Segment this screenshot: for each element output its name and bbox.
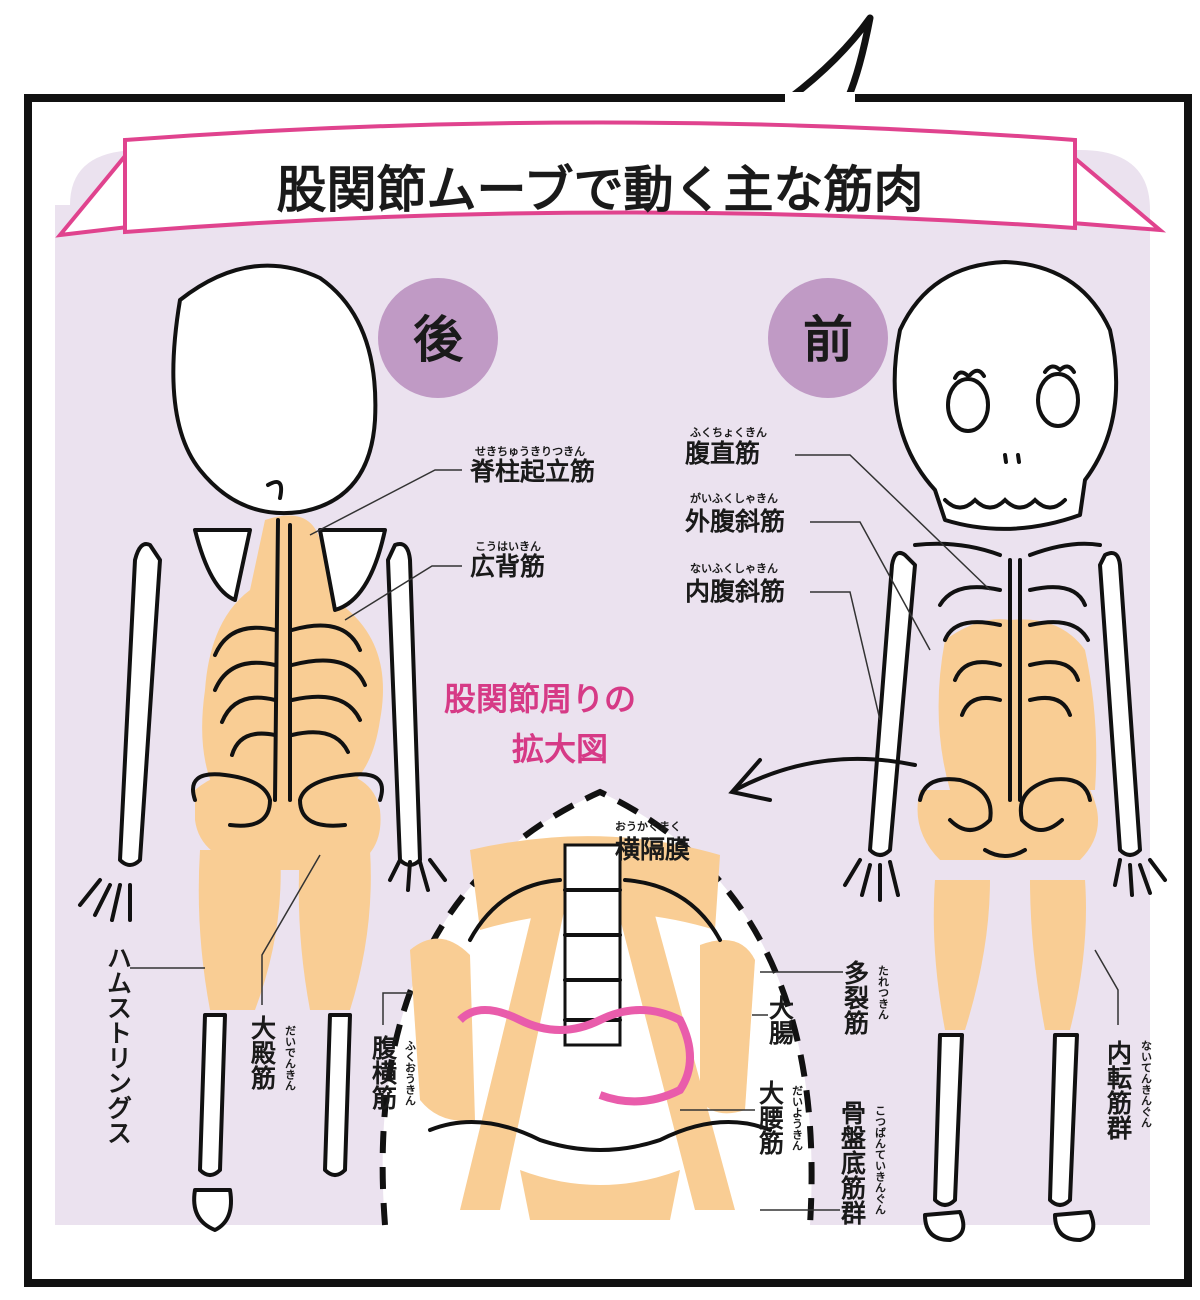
front-skeleton	[843, 260, 1167, 1242]
zoom-arrow-head	[728, 758, 772, 802]
front-badge-label: 前	[803, 311, 853, 369]
latissimus-ruby: こうはいきん	[475, 540, 541, 553]
front-pelvis-muscle	[917, 790, 1098, 860]
external-oblique-leader	[810, 521, 931, 651]
adductors-ruby: ないてんきんぐん	[1140, 1040, 1153, 1128]
front-skull	[892, 260, 1119, 531]
title-ribbon	[55, 120, 1167, 238]
transverse-ruby: ふくおうきん	[404, 1040, 417, 1106]
zoom-callout-line2: 拡大図	[512, 730, 608, 768]
erector-leader	[309, 469, 462, 536]
front-left-adductor-muscle	[933, 880, 990, 1030]
transverse-label: 腹横筋	[369, 1034, 398, 1111]
rectus-ruby: ふくちょくきん	[690, 426, 767, 439]
multifidus-ruby: たれつきん	[877, 965, 890, 1020]
pelvic-floor-ruby: こつばんていきんぐん	[874, 1105, 887, 1215]
speech-tail-mask	[785, 92, 855, 104]
gluteus-leader	[261, 854, 321, 1005]
page-title: 股関節ムーブで動く主な筋肉	[277, 161, 924, 219]
hip-zoom-inset	[379, 788, 815, 1226]
zoom-transverse-muscle	[410, 938, 475, 1121]
psoas-ruby: だいようきん	[791, 1085, 804, 1151]
diaphragm-ruby: おうかくまく	[615, 820, 681, 833]
adductors-label: 内転筋群	[1104, 1040, 1133, 1140]
zoom-callout-line1: 股関節周りの	[444, 680, 636, 718]
rectus-leader	[795, 454, 991, 591]
latissimus-leader	[344, 565, 462, 621]
back-right-hamstring-muscle	[298, 850, 371, 1010]
back-skull	[171, 263, 378, 515]
multifidus-label: 多裂筋	[841, 960, 870, 1036]
zoom-arrow	[733, 756, 917, 792]
latissimus-label: 広背筋	[470, 552, 545, 581]
back-gluteus-muscle	[195, 770, 381, 870]
zoom-pelvic-floor-muscle	[520, 1170, 680, 1220]
pelvic-floor-label: 骨盤底筋群	[838, 1100, 867, 1225]
internal-oblique-ruby: ないふくしゃきん	[690, 562, 778, 575]
diaphragm-label: 横隔膜	[615, 835, 690, 864]
large-intestine-label: 大腸	[766, 995, 795, 1046]
back-latissimus-muscle	[202, 515, 383, 800]
gluteus-label: 大殿筋	[248, 1015, 278, 1091]
rectus-label: 腹直筋	[685, 439, 760, 468]
external-oblique-ruby: がいふくしゃきん	[690, 491, 778, 505]
front-right-adductor-muscle	[1030, 880, 1086, 1030]
internal-oblique-label: 内腹斜筋	[685, 577, 785, 606]
external-oblique-label: 外腹斜筋	[685, 507, 785, 536]
internal-oblique-leader	[810, 591, 881, 721]
zoom-intestine	[457, 1006, 694, 1106]
psoas-label: 大腰筋	[756, 1080, 786, 1156]
back-skeleton	[78, 263, 447, 1232]
erector-ruby: せきちゅうきりつきん	[475, 445, 585, 458]
gluteus-ruby: だいでんきん	[284, 1025, 297, 1091]
adductors-leader	[1094, 949, 1119, 1025]
back-badge	[378, 278, 498, 398]
hamstrings-label: ハムストリングス	[104, 945, 133, 1145]
front-badge	[768, 278, 888, 398]
erector-label: 脊柱起立筋	[469, 457, 595, 486]
transverse-leader	[382, 992, 412, 1025]
speech-tail	[786, 14, 874, 102]
front-abdominal-muscle	[938, 619, 1097, 790]
back-left-hamstring-muscle	[198, 850, 281, 1010]
back-badge-label: 後	[413, 311, 464, 369]
